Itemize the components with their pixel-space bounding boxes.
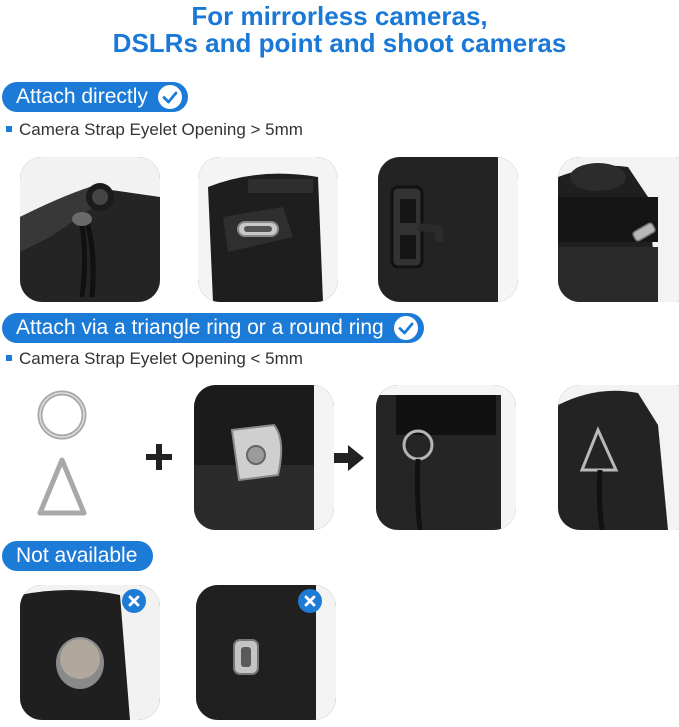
camera-photo-small-eyelet [194,385,334,530]
camera-photo-ring-attached [376,385,516,530]
camera-photo-eyelet-3 [378,157,518,302]
close-icon [298,589,322,613]
camera-photo-triangle-attached [558,385,679,530]
attach-directly-pill: Attach directly [2,82,188,112]
bullet-square-icon [6,125,12,132]
check-icon [393,316,418,340]
eyelet-note-greater-text: Camera Strap Eyelet Opening > 5mm [19,120,303,139]
attach-via-ring-label: Attach via a triangle ring or a round ri… [16,316,384,339]
check-icon [157,85,182,109]
title-line-2: DSLRs and point and shoot cameras [112,28,567,58]
attach-directly-label: Attach directly [16,85,148,108]
round-and-triangle-ring-icon [37,390,87,516]
not-available-label: Not available [16,544,138,567]
eyelet-note-less-text: Camera Strap Eyelet Opening < 5mm [19,349,303,368]
plus-icon [146,444,172,470]
title-line-1: For mirrorless cameras, [191,1,488,31]
close-icon [122,589,146,613]
bullet-square-icon [6,354,12,361]
camera-photo-eyelet-4 [558,157,679,302]
camera-photo-eyelet-1 [20,157,160,302]
arrow-right-icon [330,445,364,471]
camera-photo-eyelet-2 [198,157,338,302]
eyelet-note-less: Camera Strap Eyelet Opening < 5mm [6,349,303,369]
eyelet-note-greater: Camera Strap Eyelet Opening > 5mm [6,120,303,140]
not-available-pill: Not available [2,541,154,571]
attach-via-ring-pill: Attach via a triangle ring or a round ri… [2,313,424,343]
